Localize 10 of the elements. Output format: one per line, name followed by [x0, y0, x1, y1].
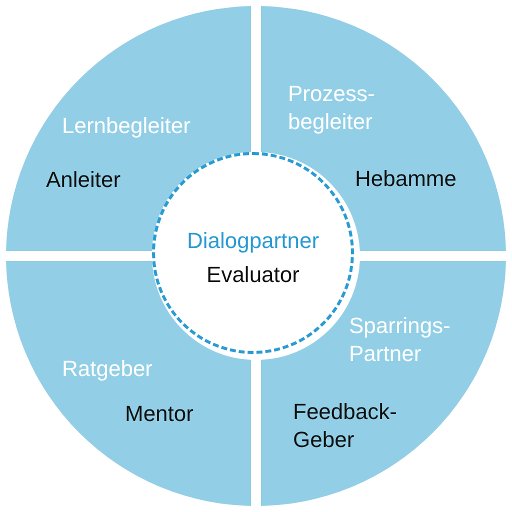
role-label: Anleiter [46, 166, 122, 194]
segment-heading: Prozess-begleiter [288, 80, 376, 136]
center-heading: Dialogpartner [186, 227, 320, 255]
segment-heading: Lernbegleiter [62, 112, 192, 140]
role-label: Feedback-Geber [293, 398, 398, 454]
segment-heading: Ratgeber [62, 355, 154, 383]
role-label: Mentor [125, 400, 194, 428]
role-label: Evaluator [206, 261, 300, 289]
role-label: Hebamme [355, 165, 458, 193]
segment-heading: Sparrings-Partner [349, 312, 452, 368]
